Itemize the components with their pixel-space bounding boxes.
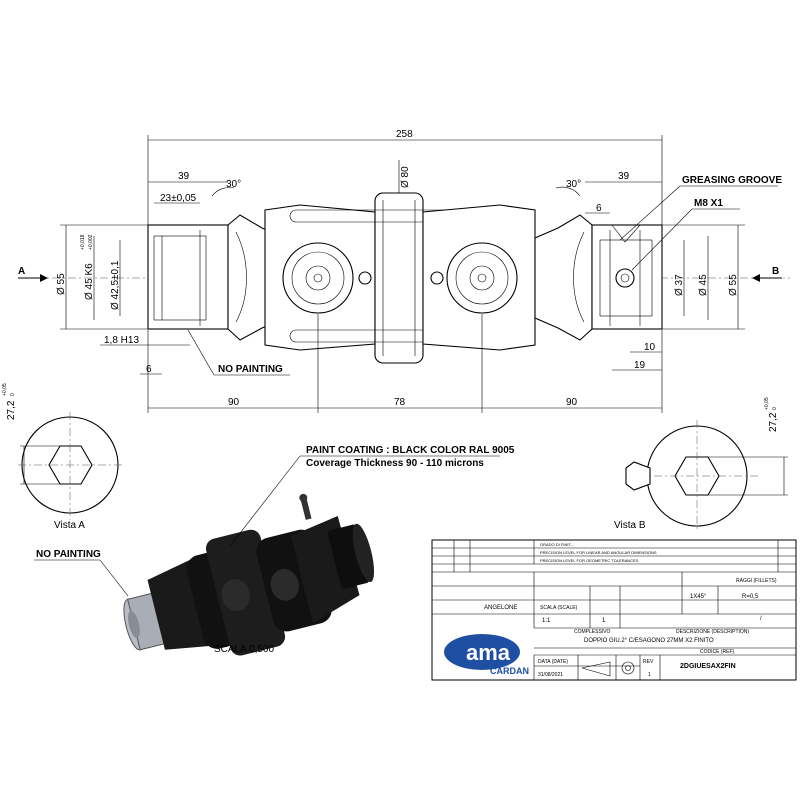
dim-right-bore-depth: 39 xyxy=(618,171,630,182)
chamfer-value: 1X45° xyxy=(690,594,707,600)
vista-b: 27,2 +0,05 0 Vista B xyxy=(614,397,788,532)
dim-tol-lower: +0,002 xyxy=(88,234,94,250)
arrow-a-label: A xyxy=(18,266,25,277)
dim-dia-42-5: Ø 42,5±0,1 xyxy=(110,260,121,310)
dim-left-groove: 23±0,05 xyxy=(160,193,197,204)
thread-label: M8 X1 xyxy=(694,198,723,209)
vista-b-label: Vista B xyxy=(614,520,646,531)
fillet-header: RAGGI (FILLETS) xyxy=(736,578,777,584)
dim-dia-55-left: Ø 55 xyxy=(56,273,67,295)
no-painting-left-label: NO PAINTING xyxy=(36,549,101,560)
dim-dia-37: Ø 37 xyxy=(674,274,685,296)
svg-text:PRECISION LEVEL FOR LINEAR AND: PRECISION LEVEL FOR LINEAR AND ANGULAR D… xyxy=(540,550,657,555)
dim-right-chamfer: 30° xyxy=(566,179,581,190)
coverage-label: Coverage Thickness 90 - 110 microns xyxy=(306,458,484,469)
rev-value: 1 xyxy=(648,672,651,678)
rev-header: REV xyxy=(643,659,654,665)
dim-groove-width: 6 xyxy=(596,203,602,214)
dim-left-bore-depth: 39 xyxy=(178,171,190,182)
dim-hex-right: 27,2 xyxy=(768,412,779,432)
date-value: 31/08/2021 xyxy=(538,672,563,678)
dim-dia-45-right: Ø 45 xyxy=(698,274,709,296)
dim-dia-55-right: Ø 55 xyxy=(728,274,739,296)
assembly-label: COMPLESSIVO xyxy=(574,629,611,635)
quantity-value: 1 xyxy=(602,618,606,624)
dim-overall-length: 258 xyxy=(396,129,413,140)
greasing-groove-label: GREASING GROOVE xyxy=(682,175,782,186)
side-view: A B 258 39 23±0,05 30° Ø 80 30° 39 6 GRE… xyxy=(18,129,790,413)
logo-main-text: ama xyxy=(466,640,511,665)
dim-right-19: 19 xyxy=(634,360,646,371)
arrow-b-label: B xyxy=(772,266,779,277)
angle-value: ANGELONE xyxy=(484,605,517,611)
logo-sub-text: CARDAN xyxy=(490,666,529,676)
dim-center-diameter: Ø 80 xyxy=(400,166,411,188)
description-value: DOPPIO GIU.2° C/ESAGONO 27MM X2 FINITO xyxy=(584,638,714,644)
dim-hex-left-tol-upper: +0,05 xyxy=(2,383,8,396)
dim-seg-center: 78 xyxy=(394,397,406,408)
code-value: 2DGIUESAX2FIN xyxy=(680,663,736,670)
date-header: DATA (DATE) xyxy=(538,659,568,665)
scala-label: SCALA 0,500 xyxy=(214,644,274,655)
render-3d: PAINT COATING : BLACK COLOR RAL 9005 Cov… xyxy=(34,445,515,656)
ama-cardan-logo: ama CARDAN xyxy=(444,634,529,676)
svg-text:PRECISION LEVEL FOR GEOMETRIC: PRECISION LEVEL FOR GEOMETRIC TOLERANCES xyxy=(540,558,639,563)
dim-hex-right-tol-lower: 0 xyxy=(772,407,778,410)
material-value: / xyxy=(760,616,762,622)
dim-undercut: 1,8 H13 xyxy=(104,335,139,346)
dim-seg-right: 90 xyxy=(566,397,578,408)
no-painting-top-label: NO PAINTING xyxy=(218,364,283,375)
vista-a: 27,2 +0,05 0 Vista A xyxy=(2,383,124,531)
dim-dia-45-k6: Ø 45 K6 xyxy=(84,263,95,300)
dim-left-chamfer: 30° xyxy=(226,179,241,190)
dim-hex-left: 27,2 xyxy=(6,400,17,420)
vista-a-label: Vista A xyxy=(54,520,85,531)
scale-value: 1:1 xyxy=(542,618,551,624)
paint-coating-label: PAINT COATING : BLACK COLOR RAL 9005 xyxy=(306,445,515,456)
description-header: DESCRIZIONE (DESCRIPTION) xyxy=(676,629,749,635)
title-block: GRADO DI FINIT... PRECISION LEVEL FOR LI… xyxy=(431,539,797,681)
dim-right-10: 10 xyxy=(644,342,656,353)
code-header: CODICE (REF) xyxy=(700,649,735,655)
dim-left-flange: 6 xyxy=(146,364,152,375)
fillet-value: R=0,5 xyxy=(742,594,759,600)
scale-header: SCALA (SCALE) xyxy=(540,605,578,611)
dim-seg-left: 90 xyxy=(228,397,240,408)
dim-hex-left-tol-lower: 0 xyxy=(10,393,16,396)
dim-tol-upper: +0,018 xyxy=(80,234,86,250)
dim-hex-right-tol-upper: +0,05 xyxy=(764,397,770,410)
svg-text:GRADO DI FINIT...: GRADO DI FINIT... xyxy=(540,542,574,547)
